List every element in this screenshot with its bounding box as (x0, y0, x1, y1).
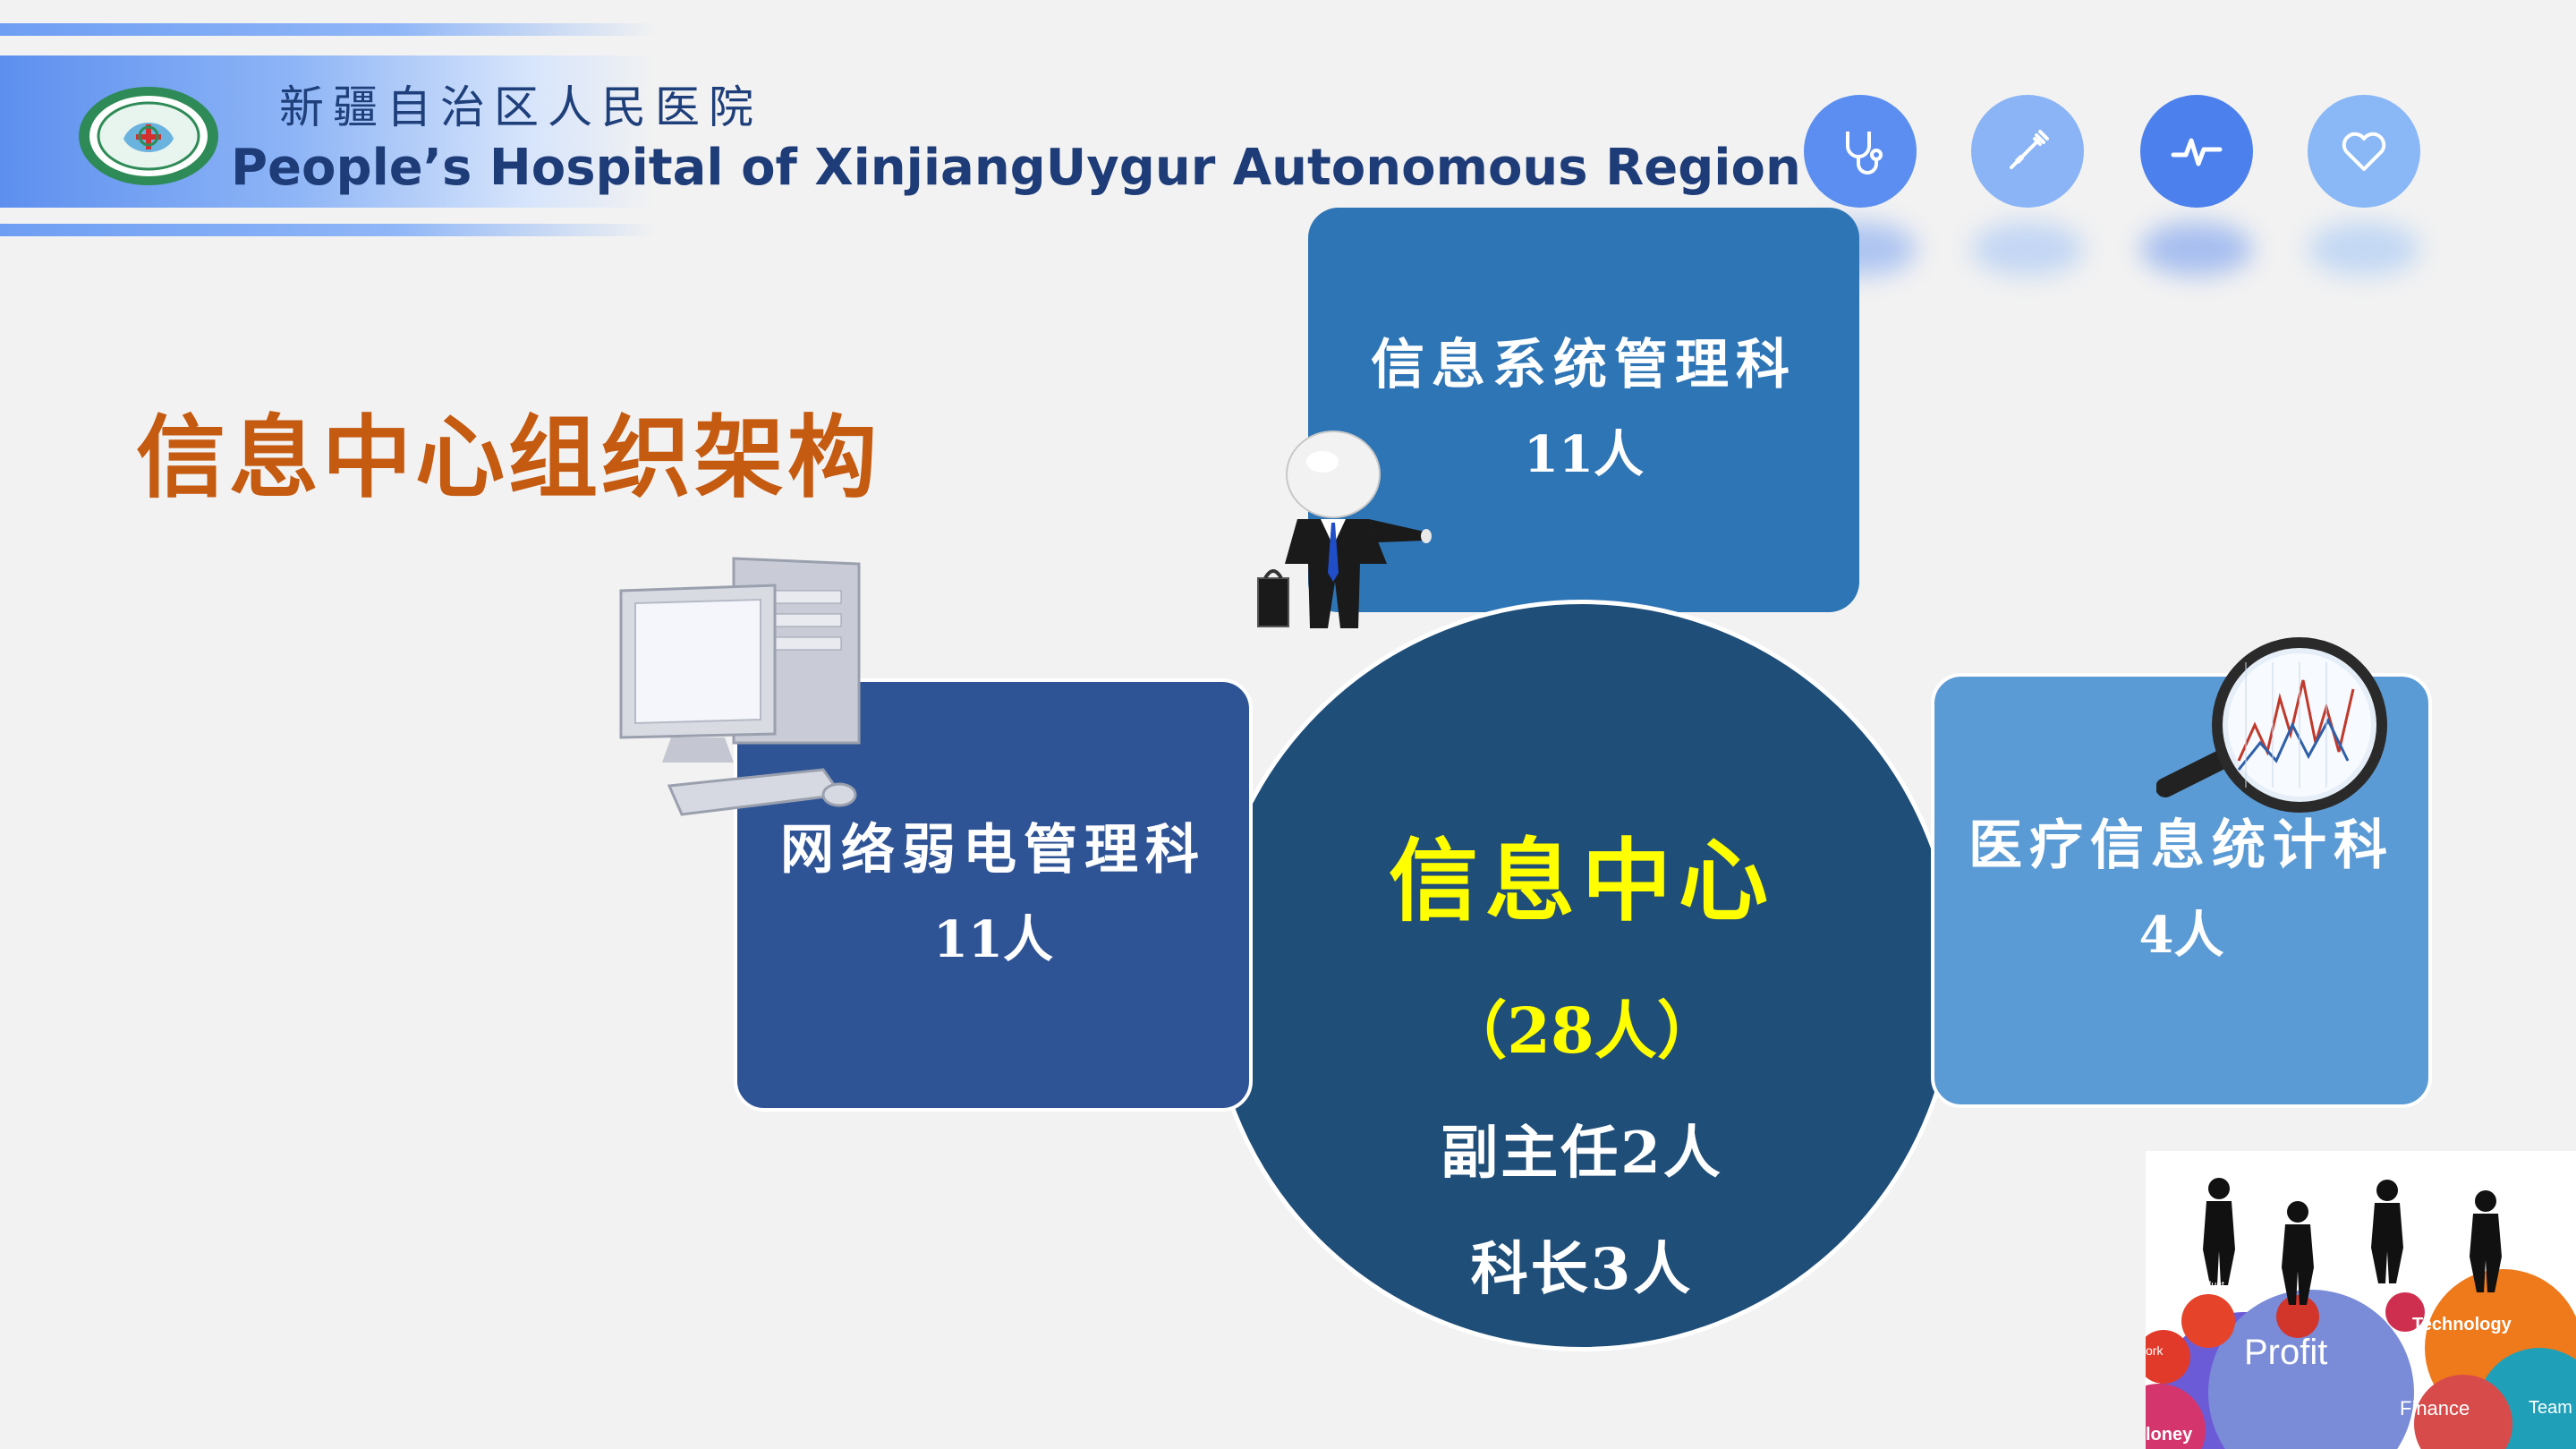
magnifier-chart-illustration (2155, 626, 2389, 823)
business-concept-photo: Product Income Profit Technology Finance… (2146, 1151, 2576, 1449)
photo-label-product: Product (2190, 1280, 2224, 1291)
department-box-network: 网络弱电管理科 11人 (734, 678, 1253, 1112)
syringe-icon (1971, 95, 2084, 208)
photo-label-work: ork (2146, 1343, 2164, 1358)
computer-illustration (617, 555, 877, 832)
photo-label-finance: Finance (2400, 1397, 2470, 1419)
photo-label-team: Team (2529, 1398, 2572, 1418)
department-name: 医疗信息统计科 (1968, 814, 2394, 877)
department-box-information-systems: 信息系统管理科 11人 (1308, 208, 1859, 612)
photo-label-money: loney (2146, 1425, 2193, 1445)
department-box-medical-statistics: 医疗信息统计科 4人 (1931, 673, 2432, 1108)
department-name: 信息系统管理科 (1371, 334, 1797, 396)
hospital-name-english: People’s Hospital of XinjiangUygur Auton… (231, 139, 1801, 197)
section-chief-count: 科长3人 (1470, 1236, 1694, 1303)
photo-label-profit: Profit (2244, 1333, 2327, 1372)
businessman-figure (1253, 430, 1432, 635)
photo-label-income: Income (2385, 1285, 2412, 1294)
icon-reflection (2140, 222, 2253, 276)
page-title: 信息中心组织架构 (136, 405, 880, 510)
department-count: 11人 (1524, 425, 1644, 484)
hospital-logo (77, 85, 220, 188)
deputy-director-count: 副主任2人 (1441, 1120, 1723, 1187)
center-count: （28人） (1444, 993, 1720, 1068)
department-count: 11人 (933, 910, 1053, 969)
stethoscope-icon (1804, 95, 1917, 208)
icon-reflection (1971, 222, 2084, 276)
header-stripe-top (0, 23, 658, 36)
photo-label-technology: Technology (2412, 1315, 2512, 1334)
center-node: 信息中心 （28人） 副主任2人 科长3人 (1206, 600, 1958, 1351)
department-name: 网络弱电管理科 (780, 819, 1206, 882)
heartbeat-icon (2140, 95, 2253, 208)
header-stripe-bottom (0, 224, 658, 236)
center-name: 信息中心 (1389, 828, 1775, 933)
hospital-name-chinese: 新疆自治区人民医院 (279, 81, 762, 133)
heart-icon (2308, 95, 2420, 208)
department-count: 4人 (2138, 906, 2224, 965)
icon-reflection (2308, 222, 2420, 276)
